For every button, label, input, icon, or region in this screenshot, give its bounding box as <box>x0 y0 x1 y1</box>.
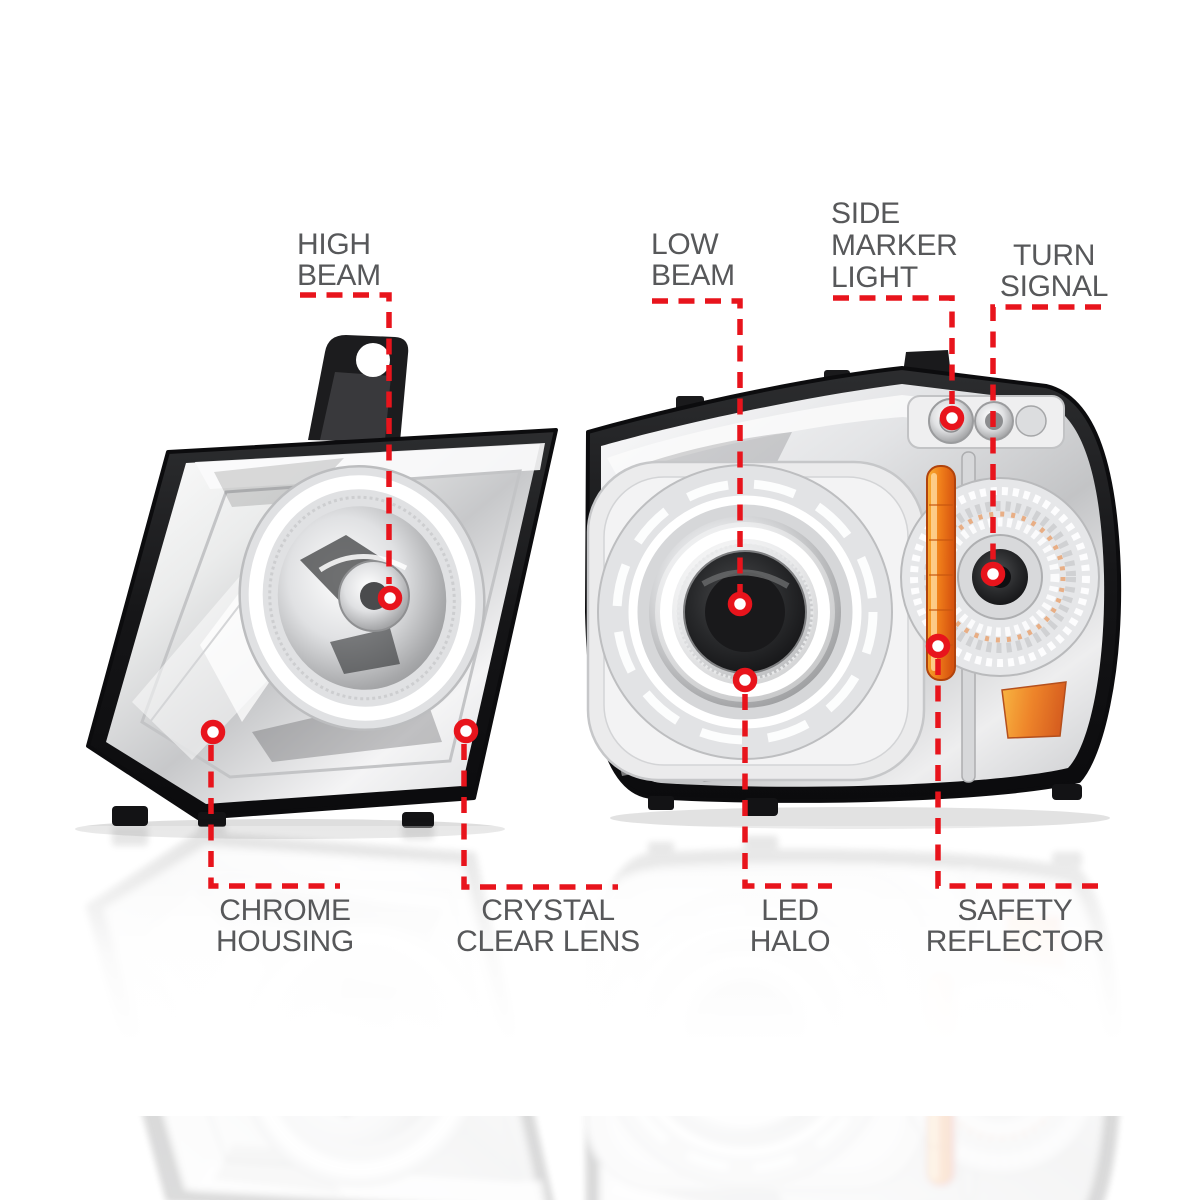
callout-line: BEAM <box>297 259 381 292</box>
callout-label-crystal-clear-lens: CRYSTAL CLEAR LENS <box>456 895 640 957</box>
led-halo-leader-line <box>742 694 832 889</box>
low-beam-leader-line <box>652 298 743 592</box>
callout-line: SIGNAL <box>999 270 1109 303</box>
callout-line: CHROME <box>219 894 351 927</box>
callout-line: LED <box>761 894 819 927</box>
callout-label-safety-reflector: SAFETY REFLECTOR <box>925 894 1105 958</box>
left-headlight <box>86 335 558 828</box>
high-beam-bulb <box>300 535 410 674</box>
side-marker-light-marker <box>939 405 965 431</box>
callout-line: LIGHT <box>831 261 918 294</box>
reflection-fade <box>0 826 1200 1116</box>
callout-label-turn-signal: TURN SIGNAL <box>999 239 1109 303</box>
left-halo-ring <box>248 475 476 721</box>
callout-line: BEAM <box>651 259 735 292</box>
callout-line: MARKER <box>831 229 958 262</box>
callout-label-led-halo: LED HALO <box>750 895 831 957</box>
mounting-bracket <box>308 335 409 442</box>
callout-line: CRYSTAL <box>481 894 615 927</box>
callout-line: LOW <box>651 228 719 261</box>
callout-line: HOUSING <box>216 925 354 958</box>
bracket-hole <box>356 343 390 377</box>
high-beam-leader-line <box>300 292 392 584</box>
safety-reflector-marker <box>925 633 951 659</box>
turn-signal-leader-line <box>990 304 1101 561</box>
led-halo-marker <box>732 667 758 693</box>
right-headlight <box>585 350 1122 816</box>
callout-line: HIGH <box>297 228 371 261</box>
safety-reflector-leader-line <box>935 659 1098 889</box>
crystal-clear-lens-marker <box>453 718 479 744</box>
callout-label-chrome-housing: CHROME HOUSING <box>216 895 354 957</box>
safety-reflector-strip <box>926 465 956 681</box>
callout-line: HALO <box>749 925 831 958</box>
crystal-lens-leader-line <box>461 744 618 890</box>
chrome-housing-marker <box>200 719 226 745</box>
side-marker-light-assembly <box>907 395 1065 449</box>
right-lamp-feet <box>648 784 1082 816</box>
leader-lines <box>208 292 1101 890</box>
turn-signal-marker <box>980 561 1006 587</box>
amber-turn-signal-patch <box>1001 681 1067 739</box>
callout-line: REFLECTOR <box>925 925 1105 958</box>
marker-dots <box>200 405 1006 745</box>
callout-line: SAFETY <box>957 894 1073 927</box>
side-marker-leader-line <box>833 295 955 404</box>
callout-line: SIDE <box>831 197 900 230</box>
low-beam-marker <box>727 591 753 617</box>
callout-label-side-marker-light: SIDE MARKER LIGHT <box>831 198 958 294</box>
high-beam-marker <box>377 585 403 611</box>
callout-line: CLEAR LENS <box>456 925 640 958</box>
chrome-housing-leader-line <box>208 745 340 889</box>
callout-label-high-beam: HIGH BEAM <box>297 229 381 291</box>
callout-label-low-beam: LOW BEAM <box>651 229 735 291</box>
callout-line: TURN <box>1012 239 1096 272</box>
